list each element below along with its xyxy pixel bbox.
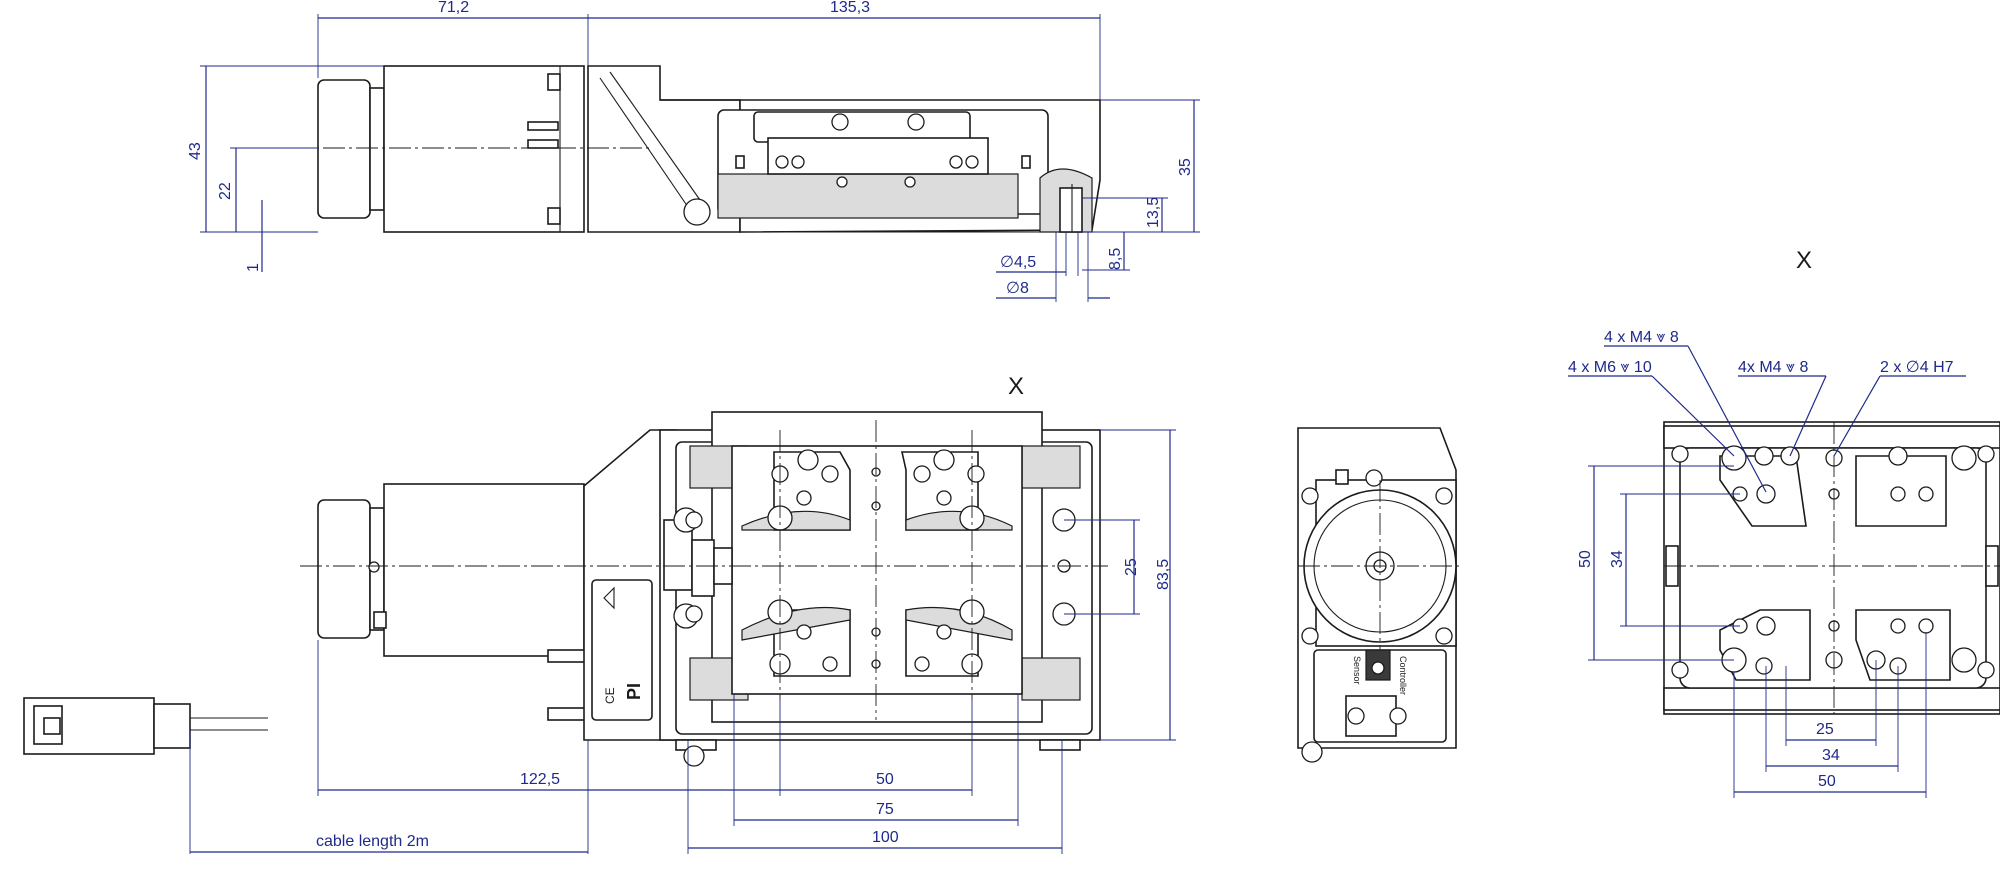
dim-1: 1 [245, 263, 262, 272]
plan-view-dimensions: 25 83,5 122,5 50 75 100 cable length 2m [189, 429, 1176, 854]
end-view: Controller Sensor [1297, 427, 1460, 763]
ce-mark: CE [603, 687, 617, 704]
dim-71-2: 71,2 [438, 0, 469, 16]
cable-length-label: cable length 2m [316, 833, 429, 850]
plan-view: PI CE [23, 411, 1108, 767]
dim-100-plan: 100 [872, 829, 899, 846]
motor-knob [317, 79, 371, 219]
view-label-x-detail: X [1796, 247, 1812, 274]
plan-motor-knob [317, 499, 371, 639]
brand-logo-text: PI [624, 683, 644, 700]
dim-25-plan: 25 [1123, 558, 1140, 576]
detail-x-callouts: 4 x M4 ⩔ 8 4 x M6 ⩔ 10 4x M4 ⩔ 8 2 x ∅4 … [1568, 329, 1966, 493]
controller-label: Controller [1398, 656, 1408, 695]
dim-83-5: 83,5 [1155, 559, 1172, 590]
plan-motor-body [383, 483, 585, 657]
dim-75-plan: 75 [876, 801, 894, 818]
detail-x-dimensions: 50 34 25 34 50 [1577, 465, 1927, 798]
dim-50-detail-v: 50 [1577, 550, 1594, 568]
dim-dia-4-5: ∅4,5 [1000, 254, 1036, 271]
callout-m4-8-a: 4 x M4 ⩔ 8 [1604, 329, 1679, 346]
dim-34-detail-v: 34 [1609, 550, 1626, 568]
dim-dia-8: ∅8 [1006, 280, 1029, 297]
dim-34-detail-h: 34 [1822, 747, 1840, 764]
side-elevation-dimensions: 71,2 135,3 43 22 1 35 13,5 8,5 ∅4,5 ∅8 [187, 0, 1200, 302]
callout-m6-10: 4 x M6 ⩔ 10 [1568, 359, 1652, 376]
dim-8-5: 8,5 [1107, 248, 1124, 270]
dim-135-3: 135,3 [830, 0, 870, 16]
end-view-sensor-port [1365, 649, 1391, 681]
dim-13-5: 13,5 [1145, 197, 1162, 228]
callout-h7: 2 x ∅4 H7 [1880, 359, 1954, 376]
info-plate [591, 579, 653, 721]
dim-25-detail-h: 25 [1816, 721, 1834, 738]
dim-122-5: 122,5 [520, 771, 560, 788]
motor-coupler [369, 87, 385, 211]
dim-22: 22 [217, 182, 234, 200]
fan-screw [683, 198, 711, 226]
side-elevation-view [290, 65, 1101, 233]
warning-icon [603, 586, 615, 610]
view-label-x-plan: X [1008, 373, 1024, 400]
sensor-label: Sensor [1352, 656, 1362, 685]
detail-x-view [1663, 421, 2000, 715]
dim-43: 43 [187, 142, 204, 160]
motor-body [383, 65, 585, 233]
dim-50-detail-h: 50 [1818, 773, 1836, 790]
dim-50-plan: 50 [876, 771, 894, 788]
dim-35: 35 [1177, 158, 1194, 176]
callout-m4-8-b: 4x M4 ⩔ 8 [1738, 359, 1808, 376]
